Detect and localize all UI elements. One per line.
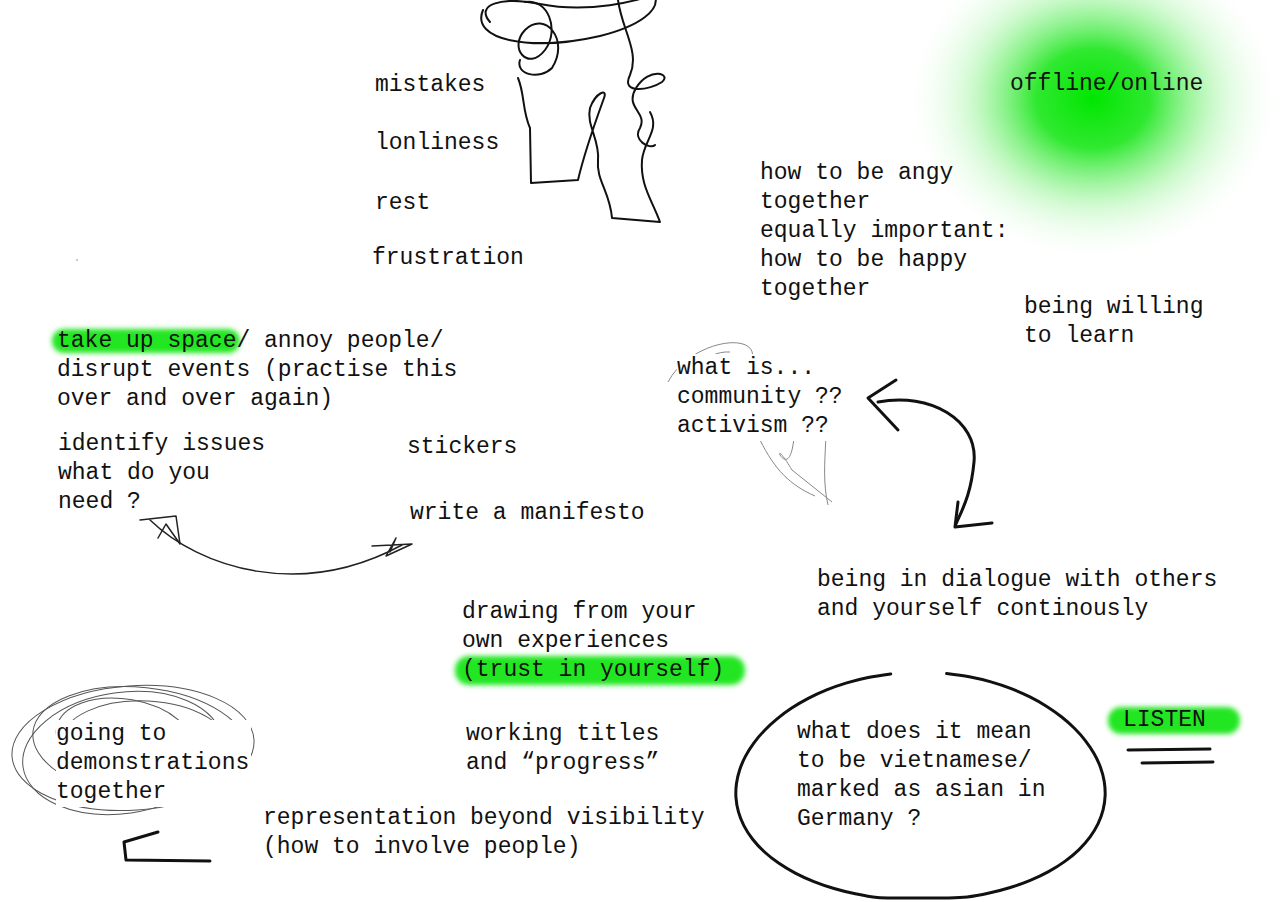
figure-stroke bbox=[486, 0, 648, 22]
node-text: what does it mean to be vietnamese/ mark… bbox=[797, 718, 1047, 834]
note-box: mistakes bbox=[375, 71, 485, 100]
note-text: stickers bbox=[407, 433, 517, 462]
scribble-circle: going to demonstrations together bbox=[4, 669, 262, 837]
figure-stroke bbox=[519, 2, 559, 75]
scribble-stroke bbox=[760, 440, 815, 496]
note-box: write a manifesto bbox=[410, 499, 645, 528]
note-text: take up space/ annoy people/ disrupt eve… bbox=[57, 327, 459, 414]
scribble-loop bbox=[8, 677, 259, 818]
note-box: representation beyond visibility (how to… bbox=[263, 804, 707, 862]
figure-stroke bbox=[618, 0, 665, 146]
note-text: equally important: how to be happy toget… bbox=[760, 217, 1010, 304]
double-underline bbox=[1128, 749, 1213, 763]
note-text: rest bbox=[375, 189, 430, 218]
arrow-head bbox=[140, 516, 180, 544]
highlight-mark bbox=[455, 656, 745, 685]
note-text: frustration bbox=[372, 244, 524, 273]
note-box: lonliness bbox=[375, 129, 499, 158]
note-box: working titles and “progress” bbox=[466, 720, 661, 778]
note-text: working titles and “progress” bbox=[466, 720, 661, 778]
note-text: mistakes bbox=[375, 71, 485, 100]
double-arrow bbox=[868, 380, 992, 527]
note-text: representation beyond visibility (how to… bbox=[263, 804, 707, 862]
curved-arrow bbox=[140, 516, 412, 574]
underline-stroke bbox=[1142, 762, 1213, 763]
node-text: going to demonstrations together bbox=[56, 720, 251, 807]
note-box: rest bbox=[375, 189, 430, 218]
note-box: drawing from your own experiences bbox=[462, 598, 740, 656]
note-text: being in dialogue with others and yourse… bbox=[817, 566, 1219, 624]
arrow-head bbox=[372, 538, 412, 556]
note-text: (trust in yourself) bbox=[462, 656, 724, 685]
note-box: take up space/ annoy people/ disrupt eve… bbox=[57, 327, 459, 414]
note-text: identify issues what do you need ? bbox=[58, 430, 267, 517]
note-text: how to be angy together bbox=[760, 159, 955, 217]
note-box: equally important: how to be happy toget… bbox=[760, 217, 1010, 304]
note-box: frustration bbox=[372, 244, 524, 273]
note-box: stickers bbox=[407, 433, 517, 462]
note-text: drawing from your own experiences bbox=[462, 598, 740, 656]
note-text: what is... community ?? activism ?? bbox=[677, 354, 845, 441]
circle-outline bbox=[736, 673, 1105, 898]
node-text: offline/online bbox=[1010, 70, 1204, 99]
note-box: LISTEN bbox=[1123, 706, 1206, 735]
underline-stroke bbox=[1128, 749, 1210, 750]
figure-stroke bbox=[518, 78, 660, 222]
note-box: what is... community ?? activism ?? bbox=[677, 354, 845, 441]
note-text: being willing to learn bbox=[1024, 293, 1205, 351]
note-text: lonliness bbox=[375, 129, 499, 158]
glow-blob: offline/online bbox=[994, 54, 1220, 115]
hand-drawn-circle: what does it mean to be vietnamese/ mark… bbox=[733, 668, 1108, 900]
arrow-line bbox=[150, 520, 402, 574]
scribble-loop bbox=[27, 676, 254, 809]
note-box: identify issues what do you need ? bbox=[58, 430, 267, 517]
note-box: how to be angy together bbox=[760, 159, 955, 217]
arrow-head bbox=[955, 502, 992, 527]
corner-arrow bbox=[124, 832, 210, 861]
note-text: LISTEN bbox=[1123, 706, 1206, 735]
note-box: being willing to learn bbox=[1024, 293, 1205, 351]
dot bbox=[76, 259, 78, 261]
arrow-head bbox=[868, 380, 898, 430]
arrow-line bbox=[878, 400, 974, 524]
line-figure bbox=[481, 0, 664, 222]
note-text: write a manifesto bbox=[410, 499, 645, 528]
note-box: (trust in yourself) bbox=[462, 656, 724, 685]
note-box: being in dialogue with others and yourse… bbox=[817, 566, 1219, 624]
figure-stroke bbox=[481, 0, 656, 43]
